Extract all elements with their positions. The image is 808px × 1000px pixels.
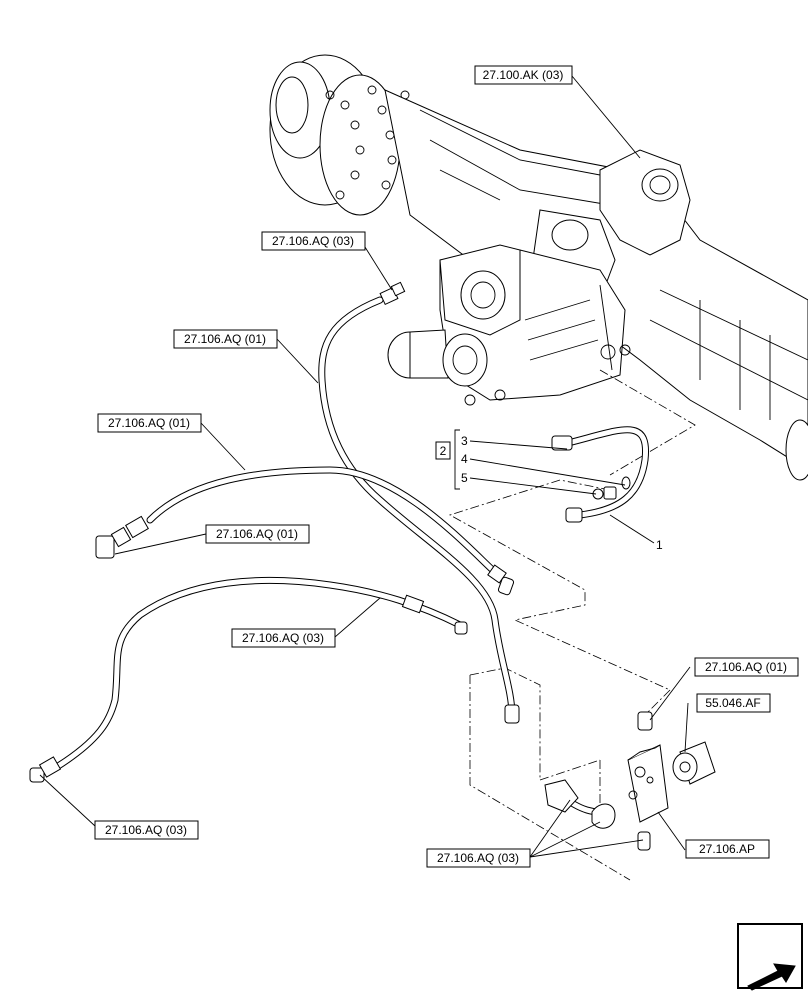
ref-valve-block[interactable]: 27.106.AP	[685, 839, 770, 859]
kit-item-label: 2	[440, 444, 447, 458]
valve-block	[627, 744, 669, 823]
leader-lines	[39, 75, 691, 858]
axle-assembly	[269, 54, 808, 481]
ref-fitting-top[interactable]: 27.106.AQ (03)	[261, 231, 366, 251]
fittings	[29, 281, 653, 851]
ref-hose-b-text: 27.106.AQ (01)	[108, 416, 190, 430]
ref-fitting-bottom-left[interactable]: 27.106.AQ (03)	[94, 820, 199, 840]
ref-hose-a-text: 27.106.AQ (01)	[184, 332, 266, 346]
ref-hose-a[interactable]: 27.106.AQ (01)	[173, 329, 278, 349]
kit-part-4-label: 4	[461, 452, 468, 466]
kit-bracket: 2 3 4 5 1	[435, 429, 663, 552]
ref-hose-b[interactable]: 27.106.AQ (01)	[97, 413, 202, 433]
ref-fittings-bottom-text: 27.106.AQ (03)	[437, 851, 519, 865]
ref-fitting-bottom-left-text: 27.106.AQ (03)	[105, 823, 187, 837]
kit-part-5-label: 5	[461, 471, 468, 485]
ref-hose-c[interactable]: 27.106.AQ (03)	[231, 628, 336, 648]
next-page-arrow-icon[interactable]	[737, 923, 803, 991]
ref-fitting-left[interactable]: 27.106.AQ (01)	[205, 524, 310, 544]
ref-hose-c-text: 27.106.AQ (03)	[242, 631, 324, 645]
assembly-lines	[448, 369, 696, 881]
ref-fitting-left-text: 27.106.AQ (01)	[216, 527, 298, 541]
ref-motor-text: 55.046.AF	[705, 696, 760, 710]
ref-valve-block-text: 27.106.AP	[699, 842, 755, 856]
ref-axle[interactable]: 27.100.AK (03)	[474, 65, 573, 85]
ref-fitting-right[interactable]: 27.106.AQ (01)	[694, 657, 799, 677]
kit-part-3-label: 3	[461, 434, 468, 448]
ref-motor[interactable]: 55.046.AF	[696, 693, 771, 713]
ref-fitting-right-text: 27.106.AQ (01)	[705, 660, 787, 674]
ref-fitting-top-text: 27.106.AQ (03)	[272, 234, 354, 248]
ref-fittings-bottom[interactable]: 27.106.AQ (03)	[426, 848, 531, 868]
hose-item-label: 1	[656, 538, 663, 552]
ref-axle-text: 27.100.AK (03)	[483, 68, 564, 82]
motor-unit	[672, 741, 716, 785]
kit-hose	[551, 426, 650, 523]
